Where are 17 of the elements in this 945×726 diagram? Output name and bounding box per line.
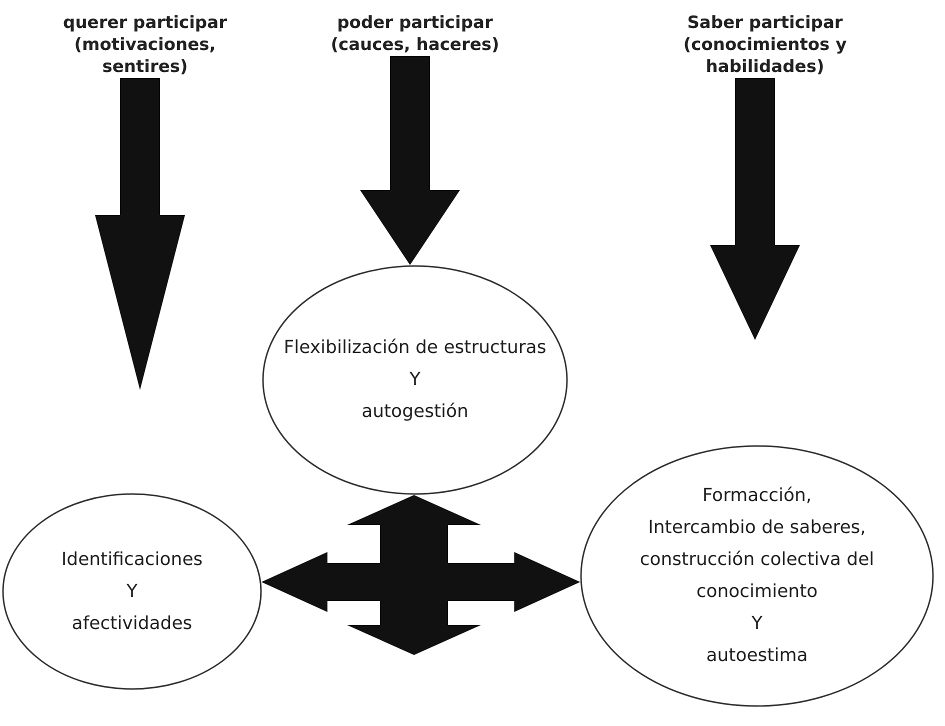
heading-text: Saber participar (conocimientos y habilidades): [650, 12, 880, 78]
node-text: autoestima: [706, 644, 808, 668]
node-text: Y: [410, 368, 420, 392]
node-text: Flexibilización de estructuras: [284, 336, 546, 360]
block-arrow: [347, 495, 481, 655]
node-text: autogestión: [362, 400, 468, 424]
node-text: Formacción,: [702, 484, 812, 508]
node-text: Y: [126, 580, 138, 604]
block-arrow: [360, 56, 460, 266]
block-arrow: [710, 78, 800, 340]
node-text: Intercambio de saberes, construcción colectiva del conocimiento: [638, 516, 876, 604]
heading-text: querer participar (motivaciones, sentires): [45, 12, 245, 78]
node-text: Y: [752, 612, 762, 636]
heading-text: poder participar (cauces, haceres): [315, 12, 515, 56]
node-text: afectividades: [72, 612, 192, 636]
block-arrow: [95, 78, 185, 390]
node-text: Identificaciones: [61, 548, 203, 572]
